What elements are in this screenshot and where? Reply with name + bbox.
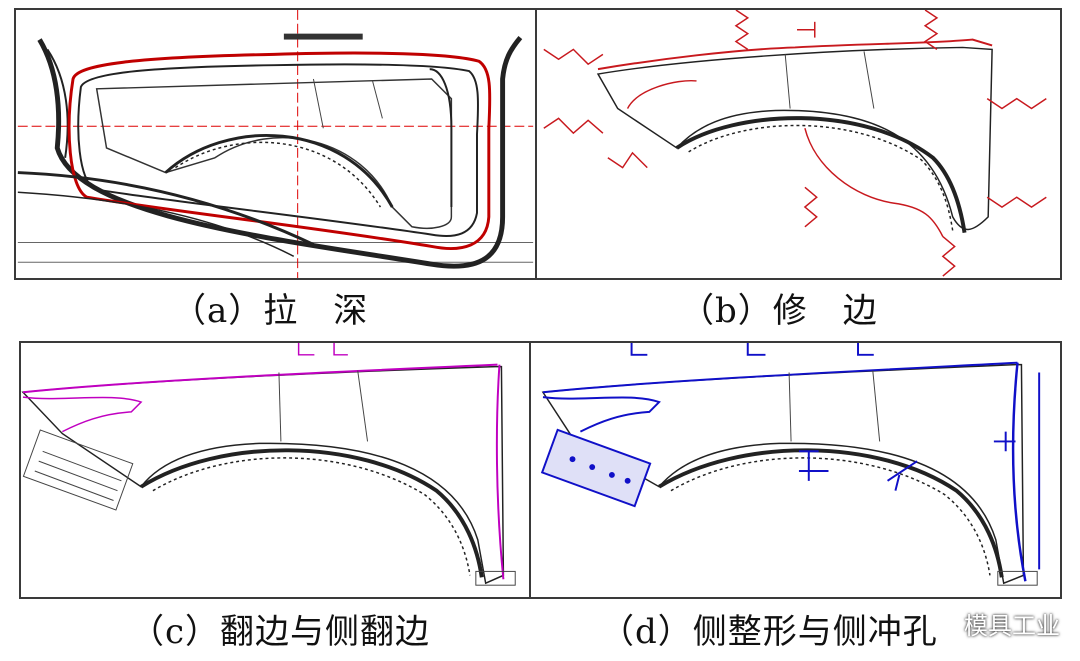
panel-b-trimming <box>535 8 1062 280</box>
caption-d: （d）侧整形与侧冲孔 <box>600 612 938 652</box>
trimming-die-diagram <box>543 10 1047 277</box>
caption-b: （b）修 边 <box>680 291 878 331</box>
caption-a: （a）拉 深 <box>172 291 369 331</box>
watermark-text: 模具工业 <box>964 612 1060 640</box>
drawing-die-diagram <box>17 10 534 278</box>
wechat-logo-icon <box>928 612 957 634</box>
flanging-die-diagram <box>21 343 516 586</box>
panel-c-flanging <box>19 341 531 599</box>
restrike-piercing-die-diagram <box>540 343 1041 586</box>
panel-a-drawing <box>14 8 537 280</box>
caption-c: （c）翻边与侧翻边 <box>130 612 431 652</box>
watermark: 模具工业 <box>928 606 1060 641</box>
panel-d-restrike-piercing <box>529 341 1062 599</box>
